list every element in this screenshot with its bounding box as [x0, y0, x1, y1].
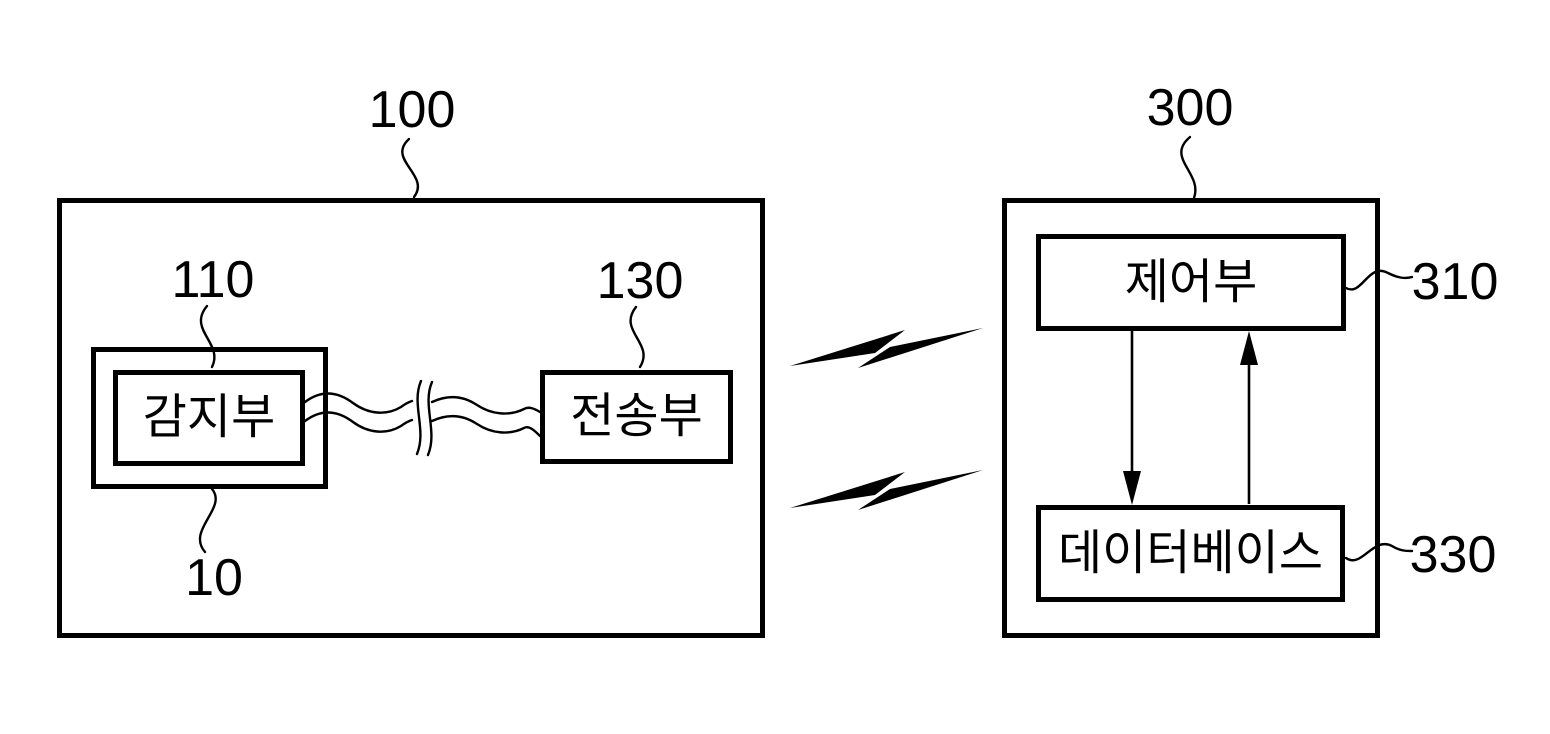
ref-label-330: 330 — [1409, 526, 1497, 584]
ref-label-110: 110 — [171, 251, 255, 309]
ref-label-310: 310 — [1411, 253, 1499, 311]
ref-label-100: 100 — [368, 81, 456, 139]
database-box: 데이터베이스 — [1036, 505, 1345, 602]
lightning-bolt-icon — [790, 470, 983, 510]
transmitting-unit-label: 전송부 — [570, 390, 703, 443]
leader-line-300 — [1180, 135, 1197, 200]
ref-label-130: 130 — [596, 252, 684, 310]
database-label: 데이터베이스 — [1058, 526, 1323, 580]
ref-label-10: 10 — [185, 549, 243, 607]
control-unit-label: 제어부 — [1124, 255, 1258, 309]
sensor-outer-box — [91, 347, 328, 489]
sensor-inner-box: 감지부 — [113, 370, 305, 466]
controller-box: 제어부 — [1036, 234, 1346, 331]
server-box — [1002, 198, 1380, 638]
lightning-bolt-icon — [790, 328, 983, 368]
device-box — [57, 198, 765, 638]
sensing-unit-label: 감지부 — [142, 391, 276, 444]
ref-label-300: 300 — [1146, 79, 1234, 137]
leader-line-100 — [401, 137, 420, 199]
transmitter-box: 전송부 — [540, 370, 733, 464]
